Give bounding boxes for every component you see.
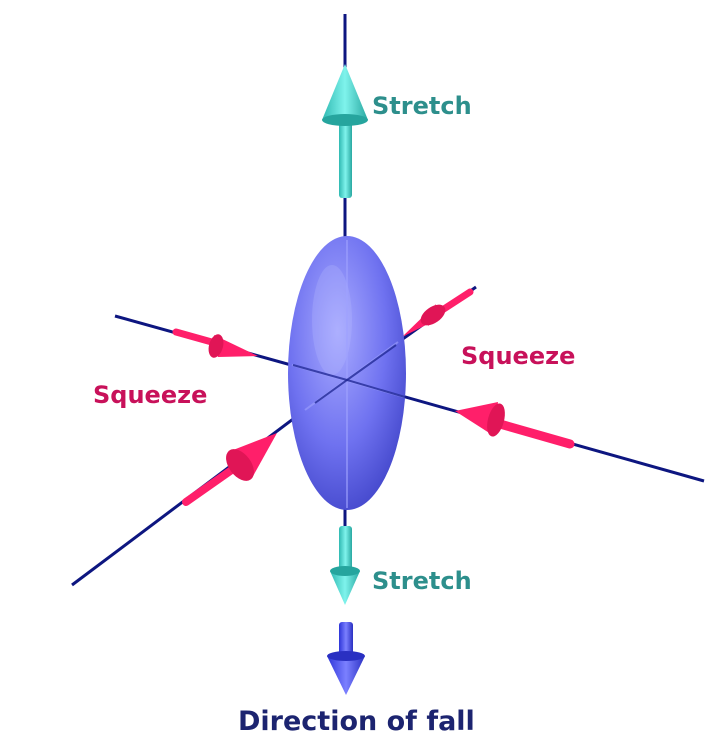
ellipsoid-body bbox=[288, 236, 406, 510]
stretch-bottom-label: Stretch bbox=[372, 567, 472, 595]
squeeze-left-label: Squeeze bbox=[93, 381, 208, 409]
front-axis-segments bbox=[292, 344, 406, 404]
squeeze-arrow-back-right bbox=[402, 288, 474, 337]
stretch-arrow-bottom bbox=[330, 526, 360, 605]
squeeze-arrow-front-left bbox=[182, 433, 277, 506]
fall-arrow bbox=[327, 622, 365, 695]
stretch-top-label: Stretch bbox=[372, 92, 472, 120]
squeeze-right-label: Squeeze bbox=[461, 342, 576, 370]
direction-of-fall-label: Direction of fall bbox=[238, 706, 475, 737]
squeeze-arrow-right bbox=[455, 402, 575, 449]
squeeze-arrow-left bbox=[172, 328, 258, 358]
stretch-arrow-top bbox=[322, 64, 368, 198]
